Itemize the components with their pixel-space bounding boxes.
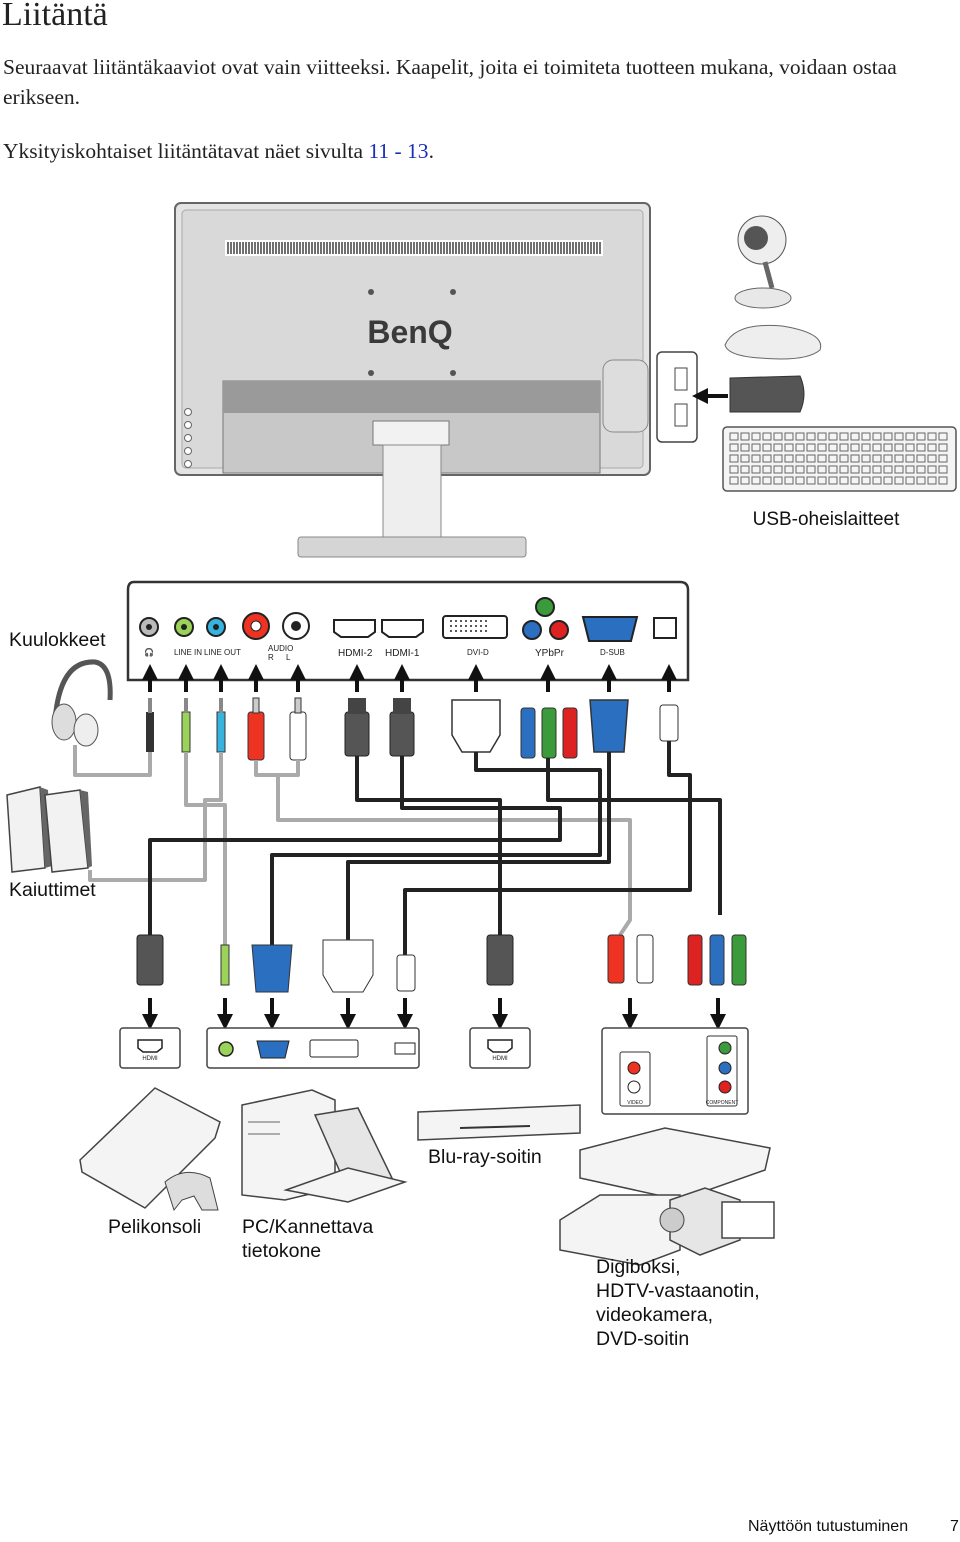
bluray-player-icon [417,1104,581,1141]
footer-page-number: 7 [950,1518,959,1535]
port-dvid: DVI-D [467,648,489,657]
port-ypbpr: YPbPr [535,648,565,659]
port-hdmi1: HDMI-1 [385,648,420,659]
game-console-icon [79,1087,221,1212]
port-audio-l: L [286,653,291,662]
connection-diagram: BenQ USB-oheislaitteet [6,202,957,1266]
speakers-icon [6,786,92,873]
usb-label: USB-oheislaitteet [753,509,901,530]
page-title: Liitäntä [2,0,108,33]
digibox-devices-icon [559,1127,775,1266]
brand-logo: BenQ [367,314,452,350]
port-hdmi2: HDMI-2 [338,648,373,659]
port-audio: AUDIO [268,644,293,653]
connection-arrows-up [142,664,677,692]
usb-stick-icon [729,375,805,413]
usb-peripherals [656,215,957,492]
port-audio-r: R [268,653,274,662]
source-cable-plugs [136,934,747,993]
headphones-label: Kuulokkeet [9,629,106,651]
svg-text:VIDEO: VIDEO [627,1100,643,1106]
svg-text:COMPONENT: COMPONENT [706,1100,739,1106]
headphones-icon [51,659,113,747]
svg-text:HDMI: HDMI [142,1056,158,1062]
pc-label: PC/Kannettava tietokone [242,1216,374,1262]
bluray-label: Blu-ray-soitin [428,1146,542,1168]
keyboard-icon [722,426,957,492]
page-reference-link[interactable]: 11 - 13 [368,139,429,163]
detail-paragraph: Yksityiskohtaiset liitäntätavat näet siv… [3,139,434,164]
monitor-back: BenQ [174,202,651,558]
monitor-cable-plugs [146,697,679,761]
source-port-panels: HDMI HDMI VIDEO COMPONENT [119,1027,749,1115]
webcam-icon [734,215,792,309]
detail-text: Yksityiskohtaiset liitäntätavat näet siv… [3,139,369,163]
svg-text:🎧: 🎧 [144,647,154,657]
speakers-label: Kaiuttimet [9,879,96,901]
port-dsub: D-SUB [600,648,625,657]
port-line-in: LINE IN [174,648,202,657]
cables [73,741,722,955]
port-line-out: LINE OUT [204,648,241,657]
svg-text:HDMI: HDMI [492,1056,508,1062]
footer-section-title: Näyttöön tutustuminen [748,1518,909,1535]
digibox-label: Digiboksi, HDTV-vastaanotin, videokamera… [596,1256,760,1350]
connection-arrows-down [142,998,726,1030]
intro-paragraph: Seuraavat liitäntäkaaviot ovat vain viit… [3,55,897,109]
console-label: Pelikonsoli [108,1216,202,1238]
port-panel: 🎧 LINE IN LINE OUT AUDIO R L HDMI-2 HDMI… [126,580,690,682]
pc-laptop-icon [241,1089,408,1203]
detail-suffix: . [428,139,434,163]
mouse-icon [724,324,822,360]
